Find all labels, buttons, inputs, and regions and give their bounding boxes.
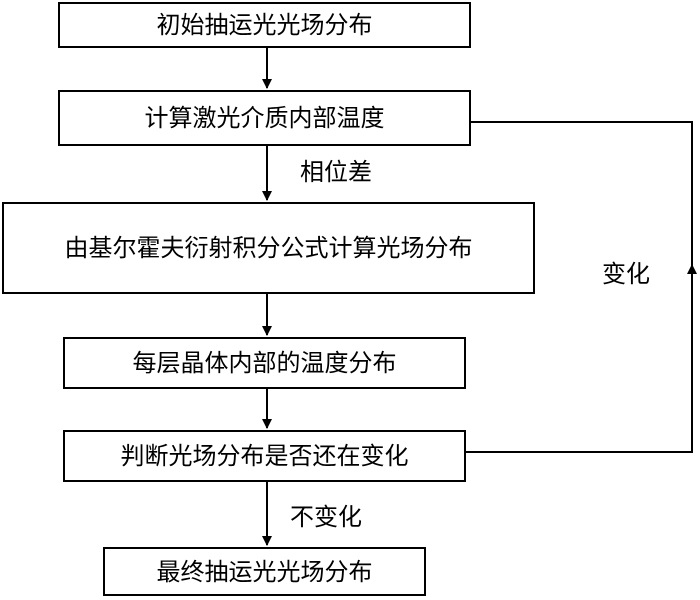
node-final-pump-field: 最终抽运光光场分布 <box>103 547 426 596</box>
node-label: 由基尔霍夫衍射积分公式计算光场分布 <box>64 234 473 262</box>
node-kirchhoff-diffraction: 由基尔霍夫衍射积分公式计算光场分布 <box>2 202 535 294</box>
edge-n5-n2-feedback <box>465 264 697 453</box>
edge-label-no-change: 不变化 <box>290 503 362 531</box>
node-layer-temperature: 每层晶体内部的温度分布 <box>63 337 466 389</box>
edge-label-change: 变化 <box>602 260 650 288</box>
node-label: 每层晶体内部的温度分布 <box>132 349 397 377</box>
node-initial-pump-field: 初始抽运光光场分布 <box>58 2 471 48</box>
edge-label-phase-difference: 相位差 <box>300 158 372 186</box>
node-label: 初始抽运光光场分布 <box>156 11 373 39</box>
node-label: 最终抽运光光场分布 <box>156 557 373 586</box>
node-check-field-change: 判断光场分布是否还在变化 <box>63 430 466 482</box>
node-label: 计算激光介质内部温度 <box>144 104 385 132</box>
node-label: 判断光场分布是否还在变化 <box>120 442 409 470</box>
node-compute-temperature: 计算激光介质内部温度 <box>58 90 471 146</box>
edge-n5-n2-feedback-upper <box>470 121 693 265</box>
